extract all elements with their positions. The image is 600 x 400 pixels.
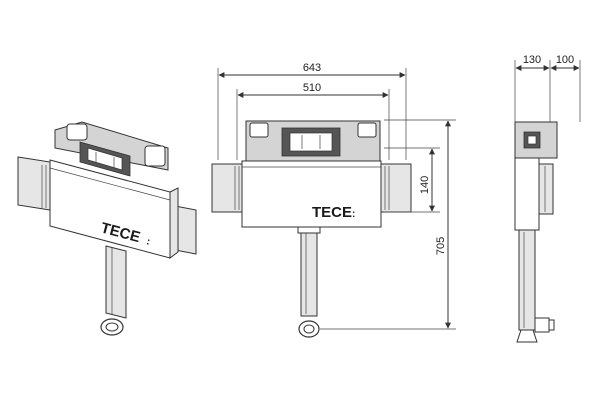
flush-pipe [105, 245, 127, 319]
right-bracket-front [380, 163, 412, 213]
front-view: TECE : 643 510 140 705 [211, 62, 456, 338]
brand-logo-front: TECE [312, 204, 352, 221]
side-bracket [538, 163, 554, 215]
dim-label-tank-height: 140 [419, 176, 431, 194]
dim-label-frame-width: 510 [303, 82, 321, 94]
dim-label-overall-width: 643 [303, 62, 321, 74]
side-pipe [518, 229, 536, 331]
cistern-front-face [241, 160, 382, 228]
dim-label-side-depth-b: 100 [556, 54, 574, 66]
side-body [514, 157, 540, 231]
left-bracket [17, 156, 51, 211]
svg-text::: : [145, 236, 151, 247]
dim-label-total-height: 705 [435, 237, 447, 255]
cistern-front [49, 159, 171, 259]
dim-label-side-depth-a: 130 [523, 54, 541, 66]
side-view: 130 100 [514, 54, 581, 343]
svg-text::: : [352, 209, 355, 220]
left-bracket-front [211, 163, 243, 213]
perspective-view: TECE : [17, 121, 197, 336]
flush-pipe-front [300, 229, 318, 317]
